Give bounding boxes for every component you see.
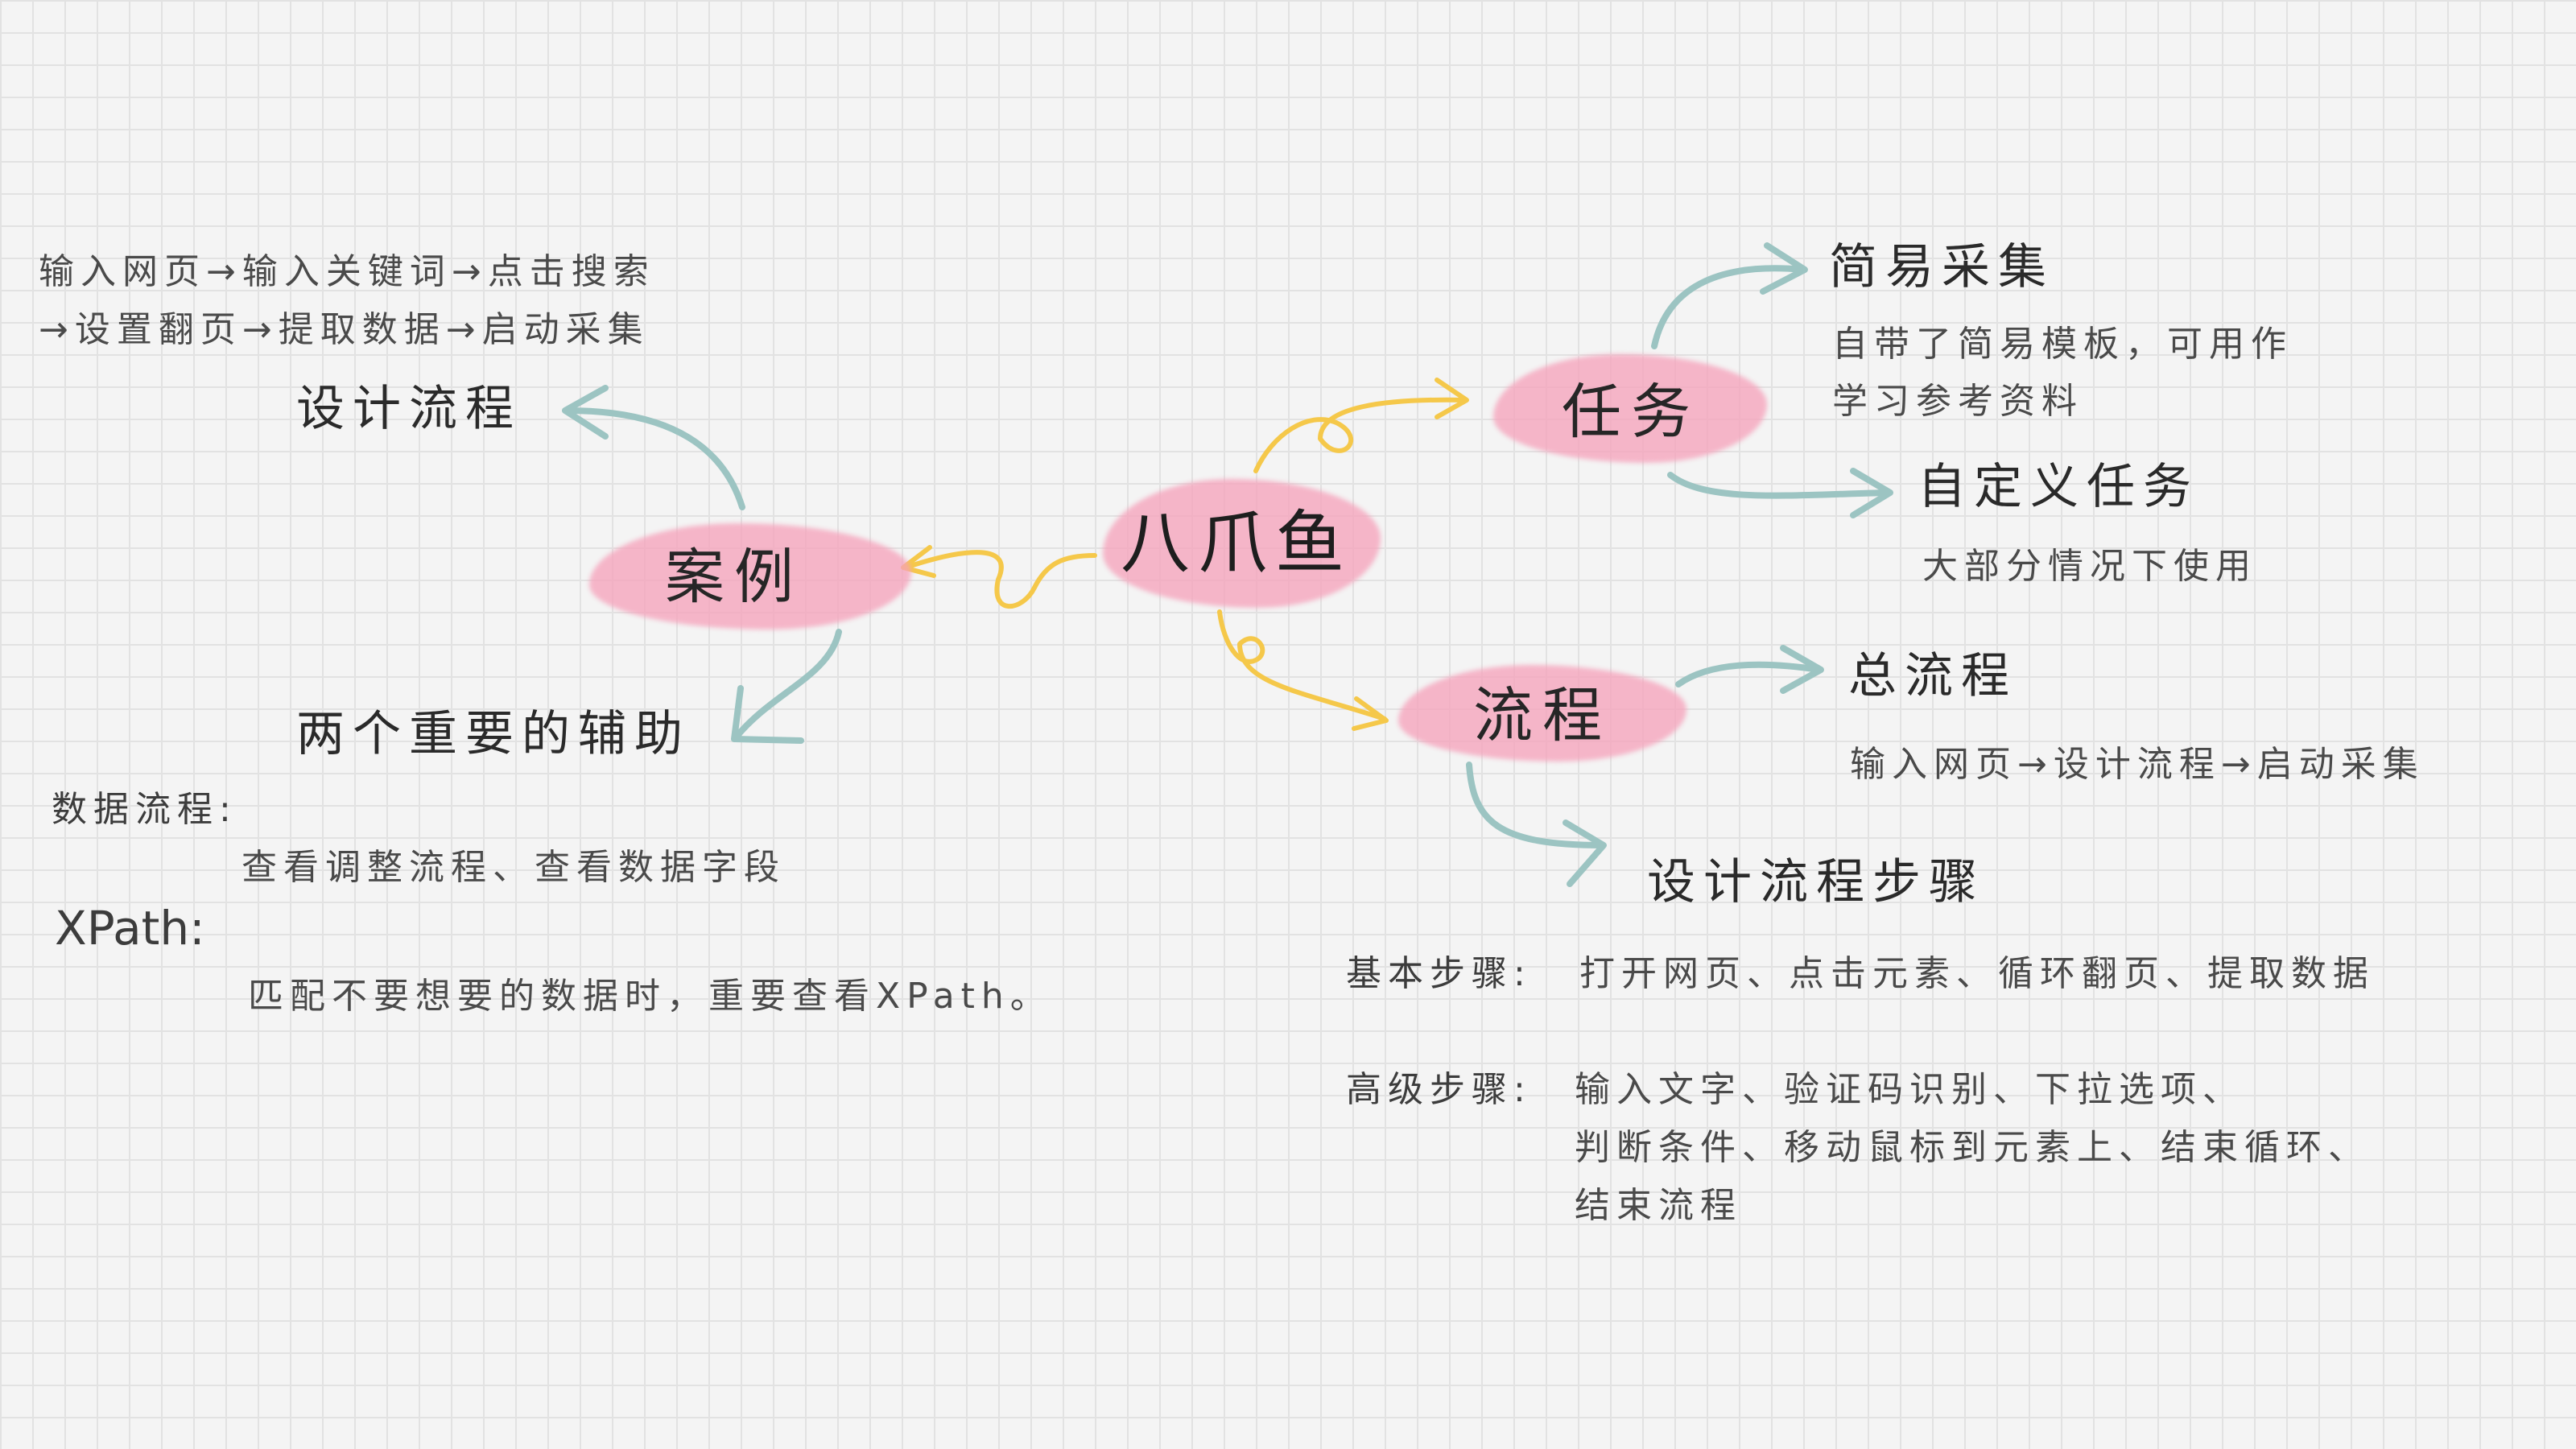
- xpath-text: 匹配不要想要的数据时，重要查看XPath。: [248, 976, 1052, 1017]
- connector-center-to-task: [1253, 397, 1468, 473]
- xpath-label: XPath:: [55, 901, 205, 956]
- connector-center-to-case: [903, 550, 1097, 609]
- simple-collect-desc-line2: 学习参考资料: [1832, 381, 2083, 422]
- advanced-steps-line2: 判断条件、移动鼠标到元素上、结束循环、: [1575, 1127, 2370, 1168]
- connector-process-to-overall: [1675, 661, 1823, 687]
- connector-case-to-aids: [733, 629, 842, 740]
- important-aids-title: 两个重要的辅助: [296, 706, 691, 762]
- design-process-line1: 输入网页→输入关键词→点击搜索: [39, 251, 655, 292]
- advanced-steps-line1: 输入文字、验证码识别、下拉选项、: [1575, 1069, 2244, 1110]
- center-highlight: [1103, 479, 1381, 608]
- design-process-line2: →设置翻页→提取数据→启动采集: [39, 309, 650, 350]
- custom-task-desc: 大部分情况下使用: [1922, 546, 2257, 587]
- case-node-label: 案例: [665, 543, 803, 612]
- advanced-steps-label: 高级步骤:: [1346, 1069, 1532, 1110]
- design-process-title: 设计流程: [296, 381, 522, 437]
- task-node-label: 任务: [1562, 378, 1700, 447]
- overall-process-title: 总流程: [1848, 648, 2017, 704]
- task-highlight: [1493, 354, 1767, 463]
- data-flow-text: 查看调整流程、查看数据字段: [242, 847, 786, 888]
- arrowhead-aids: [731, 685, 804, 744]
- arrowhead-custom: [1850, 468, 1893, 518]
- arrowhead-task: [1435, 378, 1469, 419]
- process-node-label: 流程: [1473, 681, 1612, 750]
- advanced-steps-line3: 结束流程: [1575, 1185, 1742, 1226]
- arrowhead-simple: [1760, 242, 1808, 295]
- process-highlight: [1398, 665, 1686, 762]
- basic-steps-label: 基本步骤:: [1346, 953, 1532, 994]
- case-highlight: [589, 523, 911, 630]
- simple-collect-title: 简易采集: [1829, 239, 2054, 295]
- arrowhead-process: [1352, 696, 1389, 731]
- design-steps-title: 设计流程步骤: [1647, 854, 1985, 910]
- overall-process-desc: 输入网页→设计流程→启动采集: [1850, 744, 2425, 785]
- basic-steps-text: 打开网页、点击元素、循环翻页、提取数据: [1579, 953, 2375, 994]
- connector-task-to-custom: [1667, 472, 1891, 499]
- connector-center-to-process: [1217, 609, 1387, 721]
- arrowhead-design: [562, 385, 609, 440]
- center-node-label: 八爪鱼: [1121, 503, 1352, 584]
- simple-collect-desc-line1: 自带了简易模板，可用作: [1832, 324, 2293, 365]
- data-flow-label: 数据流程:: [52, 789, 237, 830]
- connector-process-to-steps: [1466, 762, 1605, 848]
- custom-task-title: 自定义任务: [1918, 459, 2199, 515]
- arrowhead-overall: [1780, 645, 1824, 694]
- connector-case-to-design: [564, 407, 745, 510]
- connector-task-to-simple: [1651, 265, 1806, 349]
- arrowhead-steps: [1563, 819, 1607, 887]
